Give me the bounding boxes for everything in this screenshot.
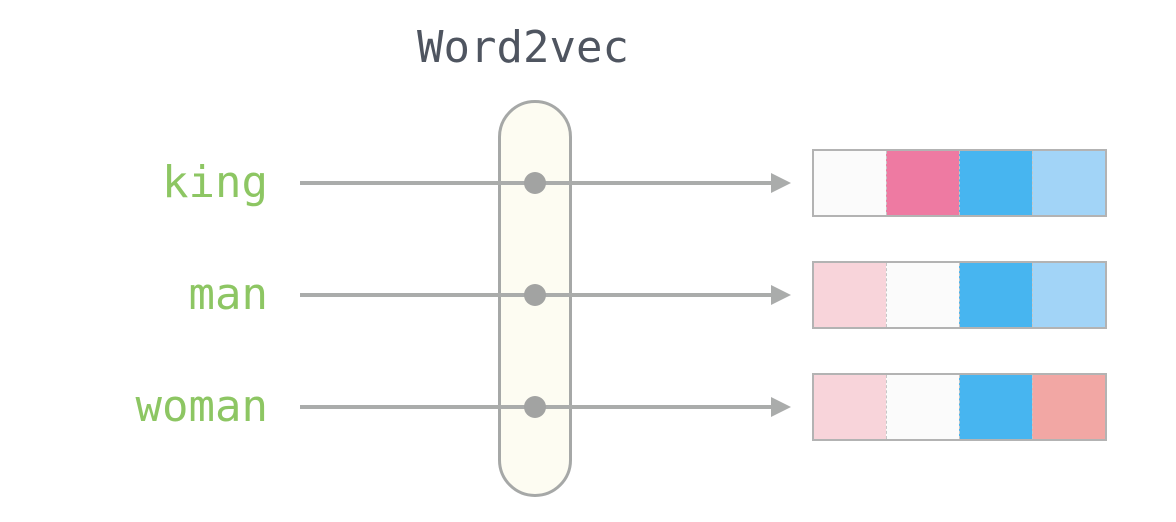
vector-cell [959,375,1032,439]
arrow-head-icon [771,173,791,193]
vector-cell [959,151,1032,215]
vector-cell [814,151,886,215]
vector-cell [1032,151,1105,215]
embedding-vector-king [812,149,1107,217]
arrow-head-icon [771,397,791,417]
word-label-man: man [188,269,268,320]
arrow-head-icon [771,285,791,305]
model-node-dot [524,284,546,306]
vector-cell [886,375,959,439]
vector-cell [814,263,886,327]
vector-cell [886,263,959,327]
vector-cell [1032,375,1105,439]
embedding-vector-man [812,261,1107,329]
diagram-title: Word2vec [417,22,629,73]
model-node-dot [524,172,546,194]
model-node-dot [524,396,546,418]
word-label-king: king [162,157,268,208]
vector-cell [814,375,886,439]
vector-cell [959,263,1032,327]
vector-cell [886,151,959,215]
vector-cell [1032,263,1105,327]
embedding-vector-woman [812,373,1107,441]
word-label-woman: woman [135,381,268,432]
